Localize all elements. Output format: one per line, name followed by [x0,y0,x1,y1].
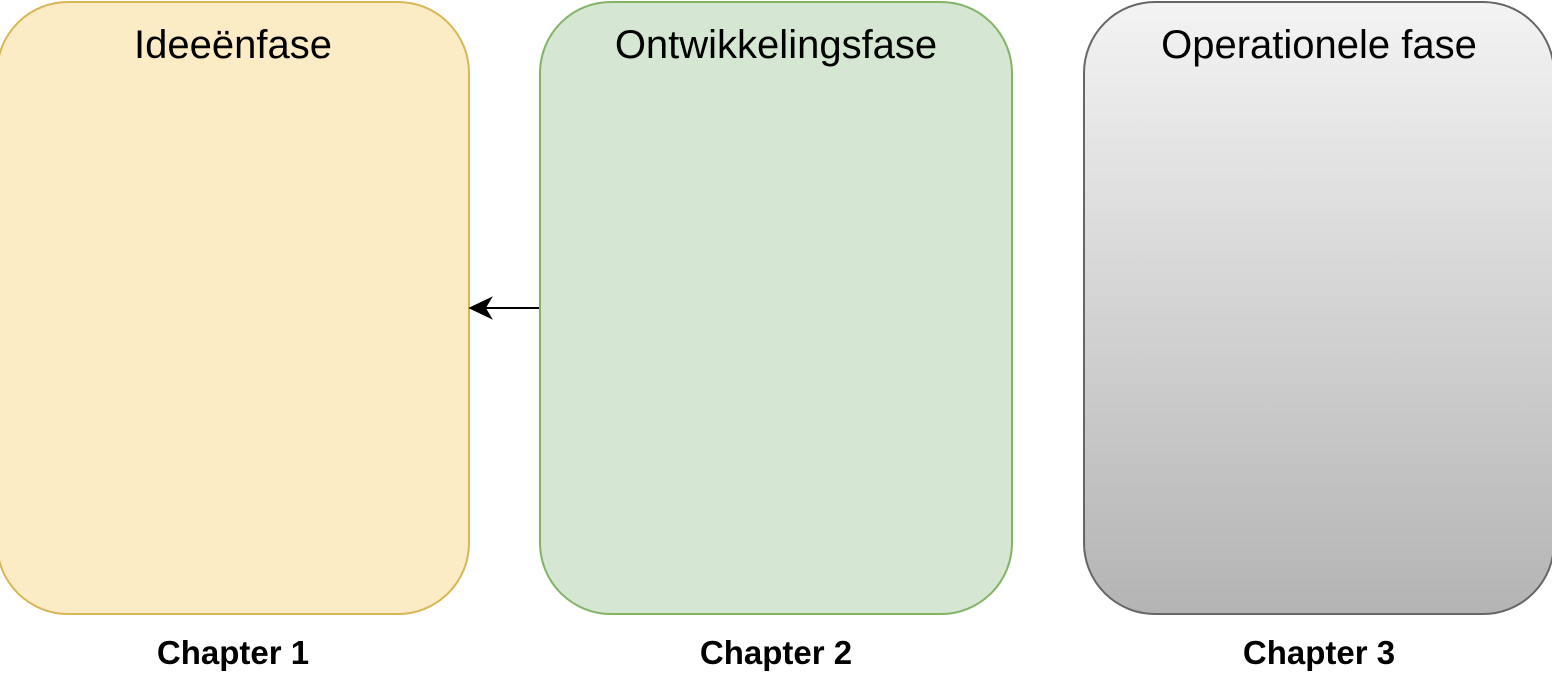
chapter-label-1: Chapter 1 [156,634,310,671]
chapter-label-3: Chapter 3 [1242,634,1396,671]
chapter-label-2: Chapter 2 [699,634,853,671]
arrowhead-left-icon [468,296,493,320]
phase-box-operationele-fase: Operationele fase [1083,1,1552,615]
phase-title-ideeenfase: Ideeënfase [134,23,332,67]
phase-title-operationele-fase: Operationele fase [1161,23,1477,67]
phase-box-ontwikkelingsfase: Ontwikkelingsfase [539,1,1013,615]
phase-box-ideeenfase: Ideeënfase [0,1,470,615]
phase-title-ontwikkelingsfase: Ontwikkelingsfase [614,23,938,67]
